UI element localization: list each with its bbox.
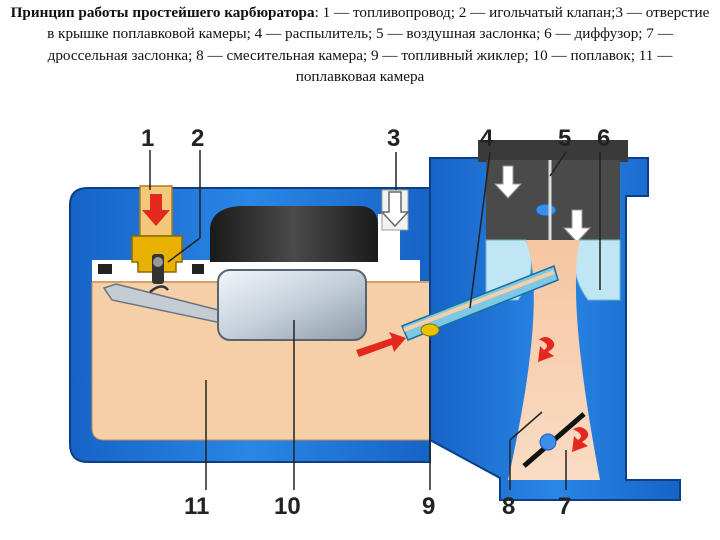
label-11: 11: [184, 493, 209, 520]
label-5: 5: [558, 125, 571, 152]
fuel-inlet-arrow: [142, 194, 170, 226]
vent-air-arrow: [380, 191, 410, 228]
air-flow-arrow-right: [562, 209, 592, 243]
mixture-flow-arrow-2: [572, 427, 589, 452]
air-horn-flange: [478, 140, 628, 162]
label-1: 1: [141, 125, 154, 152]
label-8: 8: [502, 493, 515, 520]
label-3: 3: [387, 125, 400, 152]
caption-title: Принцип работы простейшего карбюратора: [10, 4, 315, 21]
label-2: 2: [191, 125, 204, 152]
mixture-flow-arrow-1: [538, 337, 555, 362]
chamber-cover: [210, 206, 378, 262]
figure-caption: Принцип работы простейшего карбюратора: …: [8, 2, 712, 88]
fuel-jet: [420, 323, 440, 337]
caption-text: : 1 — топливопровод; 2 — игольчатый клап…: [47, 4, 710, 86]
label-6: 6: [597, 125, 610, 152]
float: [217, 269, 367, 341]
fuel-jet-arrow: [356, 332, 406, 357]
air-flow-arrow-left: [493, 165, 523, 199]
choke-valve: [535, 203, 557, 217]
label-4: 4: [480, 125, 494, 152]
label-7: 7: [558, 493, 571, 520]
label-10: 10: [274, 493, 301, 520]
leader-lines: [149, 150, 601, 490]
label-9: 9: [422, 493, 435, 520]
